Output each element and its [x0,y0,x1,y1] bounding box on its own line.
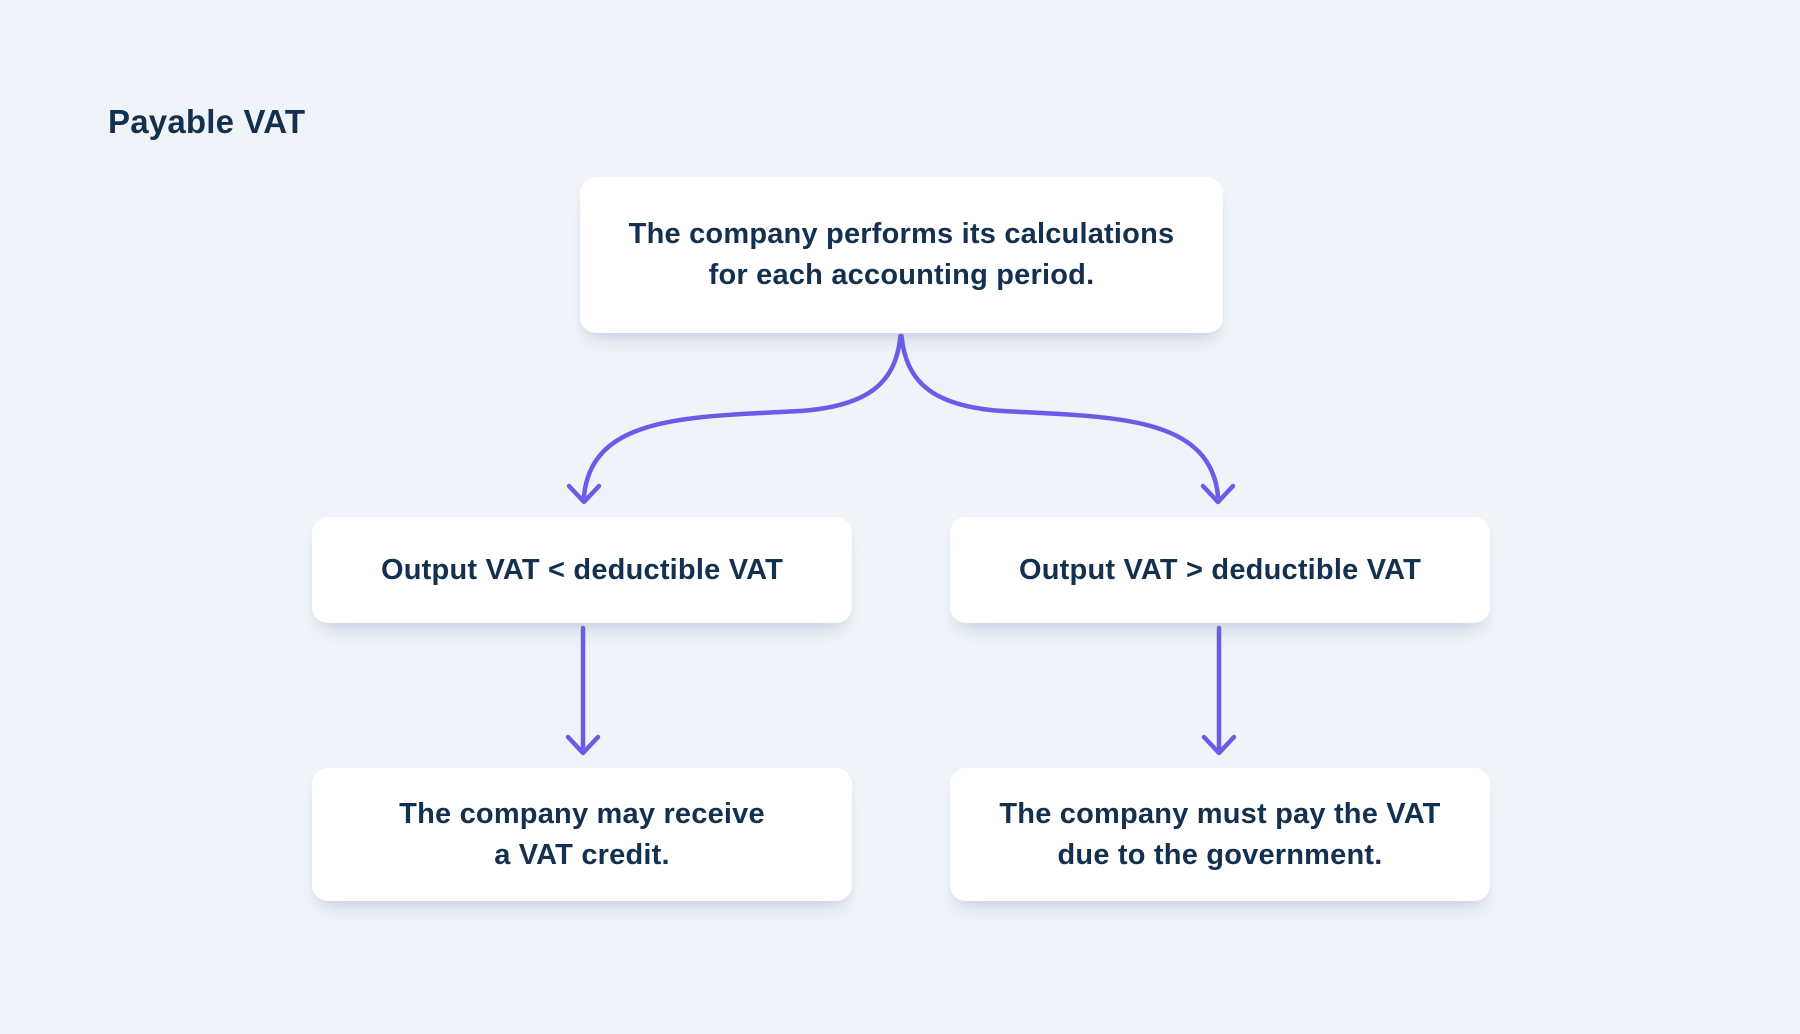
node-outcome-pay-vat: The company must pay the VAT due to the … [950,768,1490,901]
node-outcome-vat-credit: The company may receive a VAT credit. [312,768,852,901]
branch-curve-left-connector [581,333,903,499]
arrowhead-down-icon [1200,483,1236,505]
node-condition-output-lt-deductible: Output VAT < deductible VAT [312,517,852,623]
arrowhead-down-icon [1201,734,1237,756]
arrowhead-down-icon [566,483,602,505]
arrowhead-down-icon [565,734,601,756]
node-condition-output-gt-deductible: Output VAT > deductible VAT [950,517,1490,623]
branch-curve-right-connector [899,333,1221,499]
node-root-calculations: The company performs its calculations fo… [580,177,1223,333]
page-title: Payable VAT [108,103,306,140]
